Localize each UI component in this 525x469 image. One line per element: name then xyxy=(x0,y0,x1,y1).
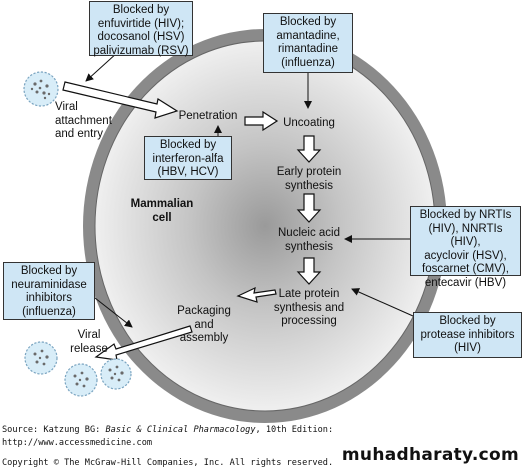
virus-release-3 xyxy=(100,358,132,390)
box-nrti: Blocked by NRTIs (HIV), NNRTIs (HIV), ac… xyxy=(410,206,521,289)
virus-attachment xyxy=(23,71,59,107)
arrow-attachment-to-penetration xyxy=(62,81,179,119)
box-protease: Blocked by protease inhibitors (HIV) xyxy=(413,312,522,358)
box-interferon: Blocked by interferon-alfa (HBV, HCV) xyxy=(144,136,232,180)
step-penetration: Penetration xyxy=(178,110,238,122)
step-release: Viral release xyxy=(70,329,108,355)
step-late-protein: Late protein synthesis and processing xyxy=(273,288,345,327)
arrow-late-to-packaging xyxy=(236,286,277,303)
pathway-arrows xyxy=(62,81,322,361)
step-attachment: Viral attachment and entry xyxy=(55,101,112,140)
step-early-protein: Early protein synthesis xyxy=(276,166,342,192)
step-uncoating: Uncoating xyxy=(283,117,335,129)
arrow-penetration-to-uncoating xyxy=(244,110,279,132)
arrow-enfuvirtide xyxy=(85,51,119,82)
arrow-nucleic-to-late xyxy=(296,257,322,285)
arrow-early-to-nucleic xyxy=(296,193,322,223)
step-packaging: Packaging and assembly xyxy=(177,305,231,344)
cell-label: Mammalian cell xyxy=(130,198,194,224)
arrow-neuraminidase xyxy=(94,297,133,328)
box-enfuvirtide: Blocked by enfuvirtide (HIV); docosanol … xyxy=(89,1,193,57)
source-citation: Source: Katzung BG: Basic & Clinical Pha… xyxy=(2,425,334,435)
arrow-uncoating-to-early xyxy=(296,135,322,163)
watermark: muhadharaty.com xyxy=(341,445,519,465)
block-arrows xyxy=(85,51,414,328)
copyright-notice: Copyright © The McGraw-Hill Companies, I… xyxy=(2,458,334,468)
virus-release-2 xyxy=(64,363,98,397)
virus-release-1 xyxy=(24,341,58,375)
arrow-protease xyxy=(351,288,414,317)
mammalian-cell xyxy=(83,29,447,423)
box-amantadine: Blocked by amantadine, rimantadine (infl… xyxy=(263,13,353,73)
box-neuraminidase: Blocked by neuraminidase inhibitors (inf… xyxy=(3,262,95,320)
source-url[interactable]: http://www.accessmedicine.com xyxy=(2,438,153,448)
step-nucleic-acid: Nucleic acid synthesis xyxy=(278,227,340,253)
arrow-packaging-to-release xyxy=(94,325,193,361)
